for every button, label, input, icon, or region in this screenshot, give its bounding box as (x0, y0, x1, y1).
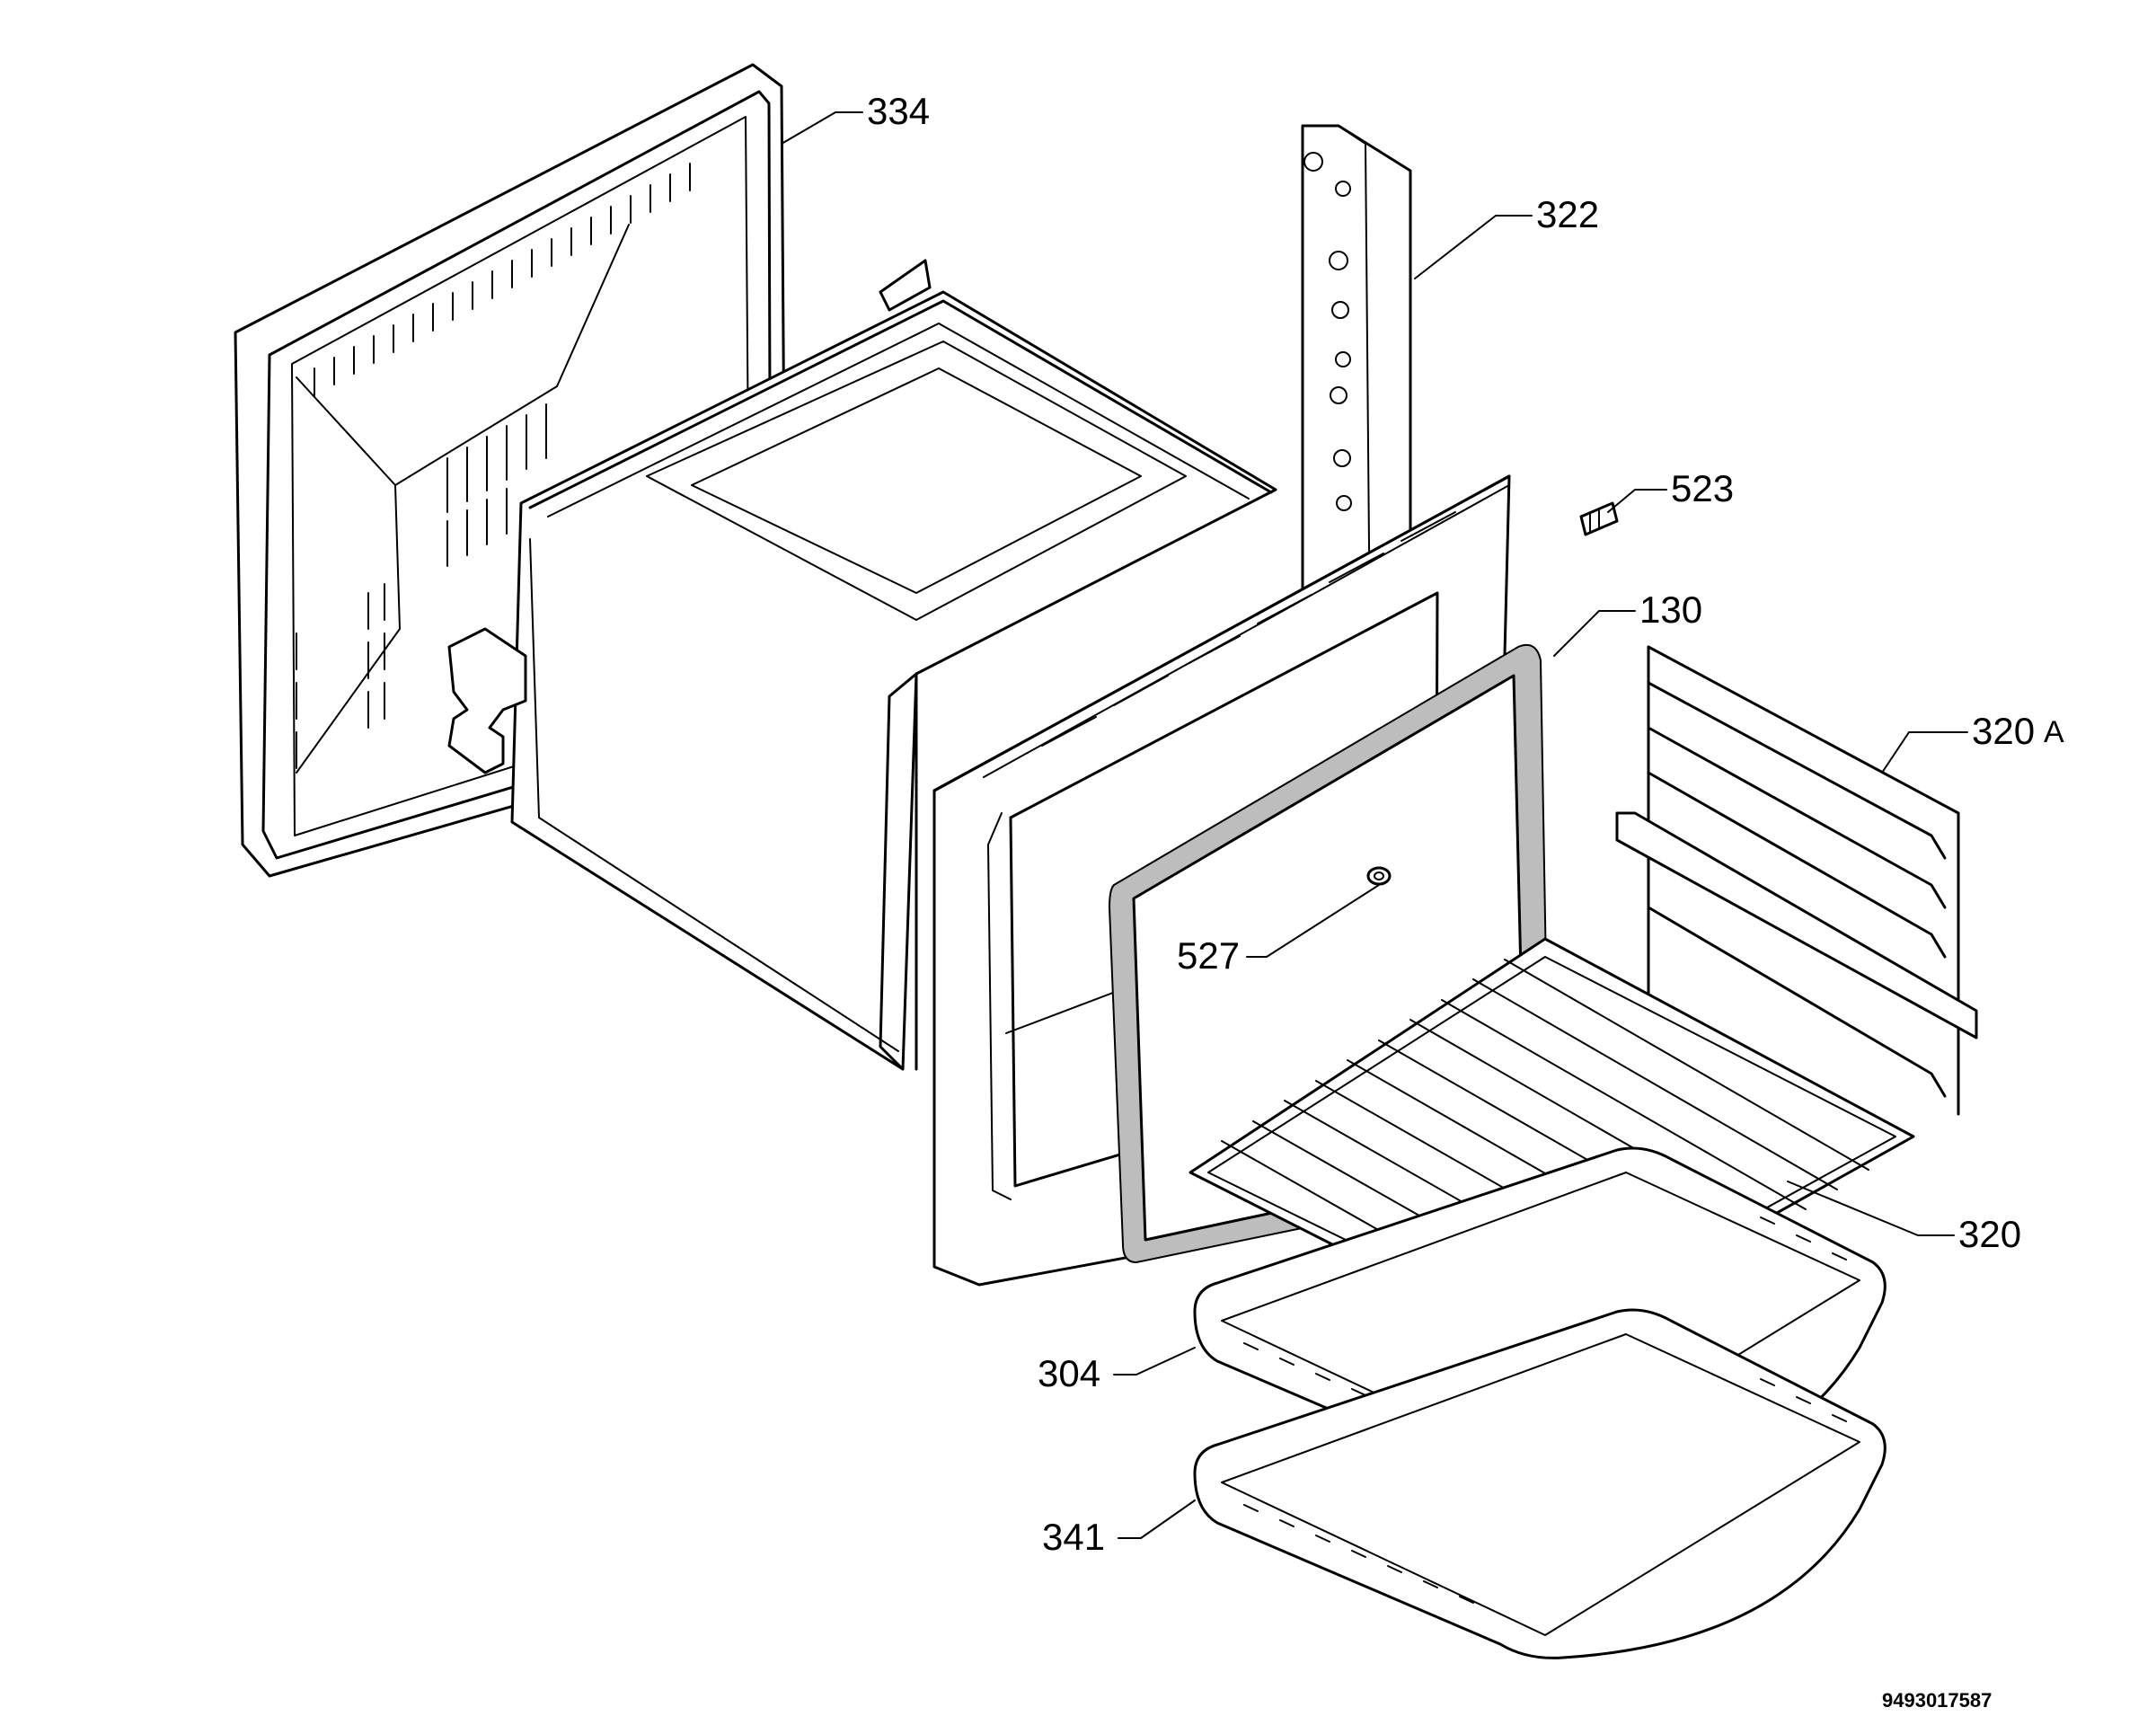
label-320a-number: 320 (1972, 710, 2035, 752)
label-304: 304 (1038, 1352, 1100, 1394)
label-334: 334 (867, 90, 930, 132)
label-130: 130 (1639, 588, 1702, 631)
oven-cavity-box (447, 259, 1277, 1071)
label-322: 322 (1536, 193, 1599, 235)
label-320: 320 (1958, 1213, 2021, 1255)
leader-lines (781, 111, 1968, 1539)
label-320a-suffix: A (2044, 715, 2064, 749)
screw-523 (1579, 501, 1619, 536)
side-runner-320a (1615, 645, 1978, 1116)
label-341: 341 (1042, 1516, 1105, 1558)
drawing-number: 9493017587 (1882, 1689, 1992, 1712)
label-527: 527 (1177, 934, 1240, 977)
baking-tray-341 (1193, 1308, 1886, 1659)
lamp-holder-527 (1366, 866, 1392, 886)
label-523: 523 (1671, 467, 1734, 509)
